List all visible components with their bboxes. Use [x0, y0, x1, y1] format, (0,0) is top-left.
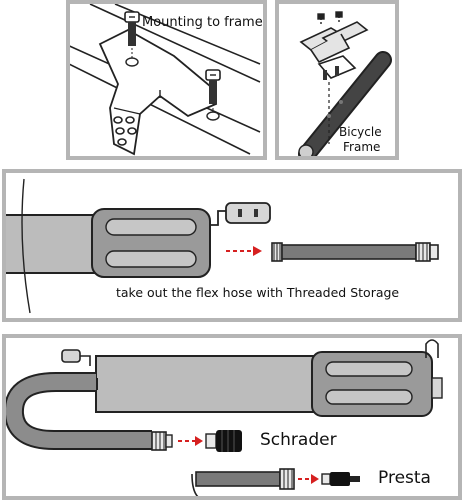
pump-body [94, 355, 327, 413]
schrader-label: Schrader [260, 430, 337, 450]
schrader-adapter [205, 430, 242, 452]
panel-mounting: Mounting to frame [66, 0, 267, 160]
pump-handle [91, 208, 211, 278]
pump-clip [210, 202, 271, 226]
mounting-drawing [70, 4, 261, 156]
frame-tube [298, 51, 392, 156]
presta-label: Presta [378, 468, 431, 488]
curved-hose [6, 372, 173, 451]
bicycle-label-line1: Bicycle [339, 125, 382, 139]
bicycle-drawing [298, 11, 392, 156]
panel-hose: take out the flex hose with Threaded Sto… [2, 169, 462, 322]
hose-caption: take out the flex hose with Threaded Sto… [116, 285, 400, 300]
clip-bracket [299, 21, 369, 64]
screw-2 [205, 69, 221, 121]
presta-arrow [298, 474, 319, 484]
presta-hose [191, 468, 295, 496]
mount-block [317, 55, 357, 80]
bracket-plate [98, 28, 218, 156]
screws-top [317, 11, 343, 26]
bracket-holes [113, 116, 137, 146]
hose-drawing [6, 178, 439, 314]
panel-bicycle: Bicycle Frame [275, 0, 399, 160]
pump-clip-left [61, 349, 91, 366]
pump-handle-right [311, 339, 443, 417]
valves-drawing [6, 339, 443, 496]
screw-1 [124, 11, 140, 67]
removal-arrow [226, 246, 262, 256]
panel-valves: Schrader Presta [2, 334, 462, 500]
bicycle-label-line2: Frame [343, 140, 381, 154]
presta-adapter [321, 472, 360, 486]
mounting-label: Mounting to frame [142, 15, 263, 30]
schrader-arrow [178, 436, 203, 446]
flex-hose [271, 242, 439, 262]
